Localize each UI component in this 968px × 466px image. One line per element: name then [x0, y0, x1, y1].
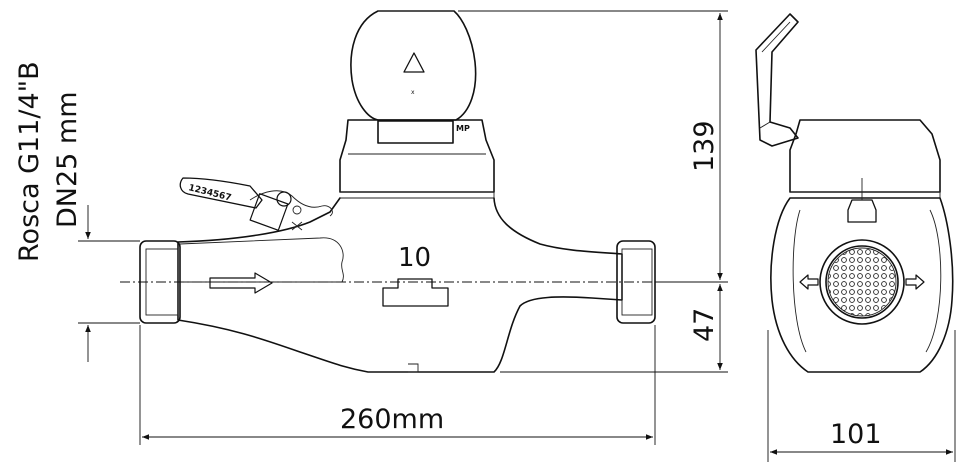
register-housing	[339, 119, 495, 193]
strainer-ring-outer	[819, 239, 905, 325]
height-lower-value: 47	[689, 308, 720, 342]
cutaway-contour	[179, 237, 344, 283]
seal-tag-number: 1234567	[187, 183, 232, 203]
side-view: 101	[755, 13, 956, 462]
seal-crimp	[292, 205, 302, 215]
meter-body-outline	[177, 197, 623, 373]
height-upper-value: 139	[689, 120, 720, 172]
inflow-arrow-icon	[799, 274, 819, 290]
length-value: 260mm	[340, 404, 444, 435]
thread-spec-labels: Rosca G11/4"B DN25 mm	[14, 61, 83, 262]
width-value: 101	[830, 419, 882, 450]
seal-tag	[179, 177, 263, 209]
thread-spec-label: Rosca G11/4"B	[14, 61, 45, 262]
side-body-inner	[792, 209, 942, 353]
body-number: 10	[398, 243, 431, 273]
side-collar	[790, 191, 941, 199]
flow-direction-arrow	[209, 272, 273, 294]
seal-crimp-mark	[291, 221, 303, 231]
side-seal-clamp	[847, 199, 877, 223]
seal-wire	[249, 190, 333, 217]
register-marking: MP	[456, 124, 470, 133]
body-boss	[382, 278, 449, 307]
strainer-mesh	[827, 247, 897, 317]
register-window	[377, 120, 454, 144]
side-body-outline	[770, 197, 954, 373]
seal-clip	[249, 193, 289, 231]
dome-mark: x	[411, 89, 415, 96]
side-register-housing	[789, 119, 941, 193]
strainer-ring-inner	[825, 245, 899, 319]
dimensions-front: 139 47 260mm	[78, 10, 728, 445]
front-view: x MP 10 1234567	[120, 10, 720, 373]
register-collar-line	[340, 191, 495, 199]
nominal-diameter-label: DN25 mm	[52, 91, 83, 228]
seal-ring	[276, 191, 292, 207]
lid-inner	[759, 21, 791, 129]
bottom-drain-tab	[408, 363, 419, 373]
outflow-arrow-icon	[905, 274, 925, 290]
register-lid	[755, 13, 799, 147]
register-dome	[350, 10, 477, 121]
warning-triangle-icon	[403, 52, 425, 73]
